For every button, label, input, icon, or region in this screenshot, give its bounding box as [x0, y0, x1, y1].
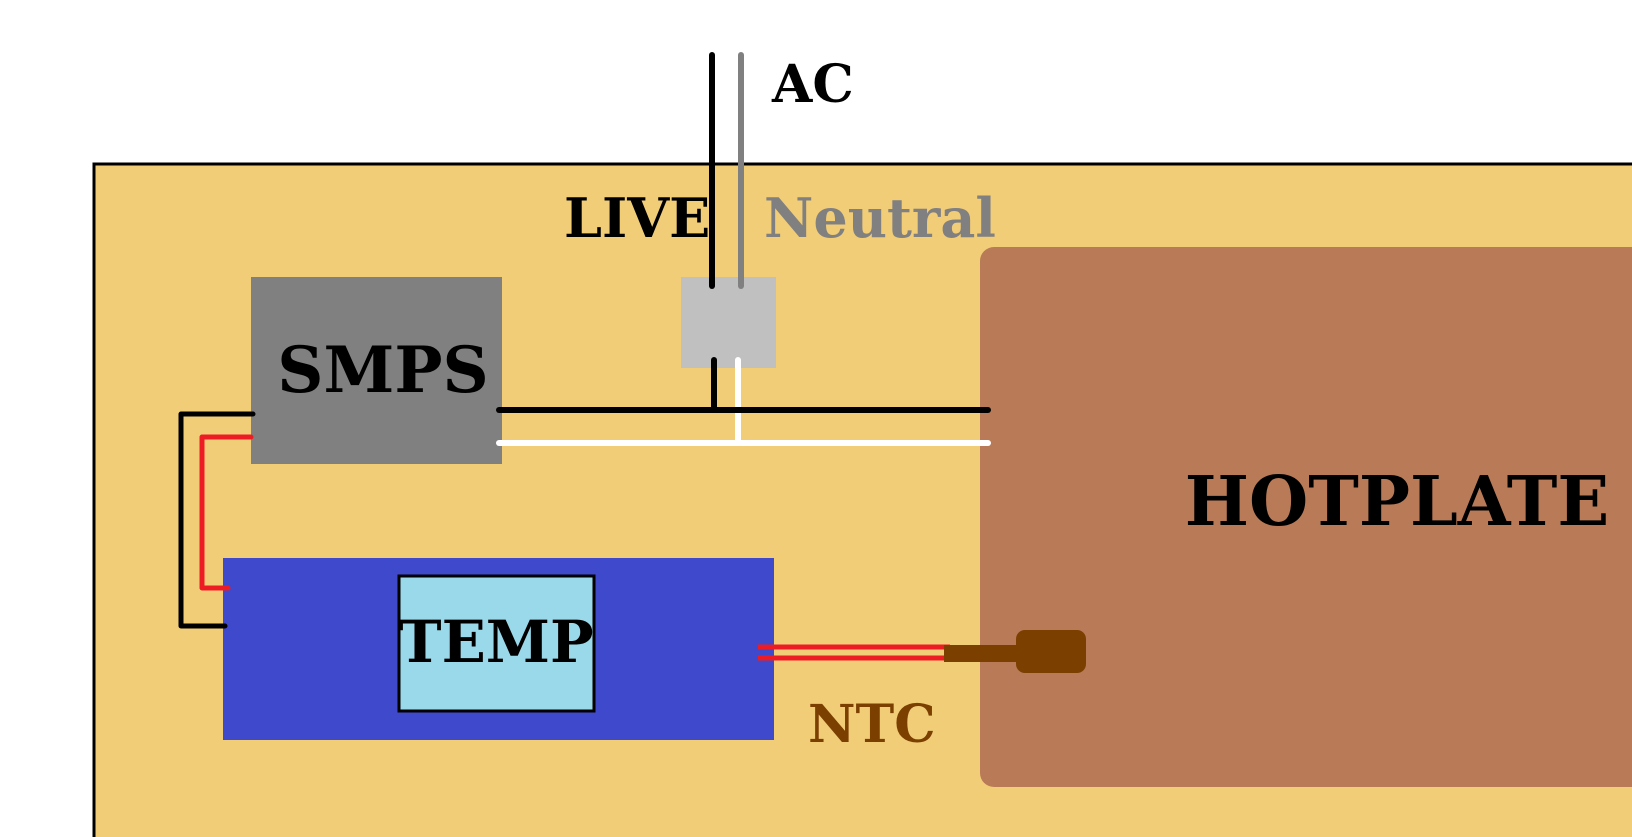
- ntc-probe-tip: [1016, 630, 1086, 673]
- ntc-label: NTC: [808, 694, 936, 755]
- live-label: LIVE: [564, 186, 710, 250]
- smps-label: SMPS: [277, 333, 488, 408]
- temp-label: TEMP: [398, 608, 593, 676]
- ac-label: AC: [771, 54, 854, 115]
- dc-positive-wire: [199, 434, 254, 591]
- ntc-probe-lead: [944, 645, 1022, 662]
- neutral-label: Neutral: [764, 186, 996, 250]
- dc-negative-wire: [178, 411, 256, 629]
- hotplate-block: [980, 247, 1632, 787]
- smps-block: [251, 277, 502, 464]
- temp-display: [397, 574, 596, 713]
- switch-box: [681, 277, 776, 368]
- hotplate-label: HOTPLATE: [1185, 462, 1610, 542]
